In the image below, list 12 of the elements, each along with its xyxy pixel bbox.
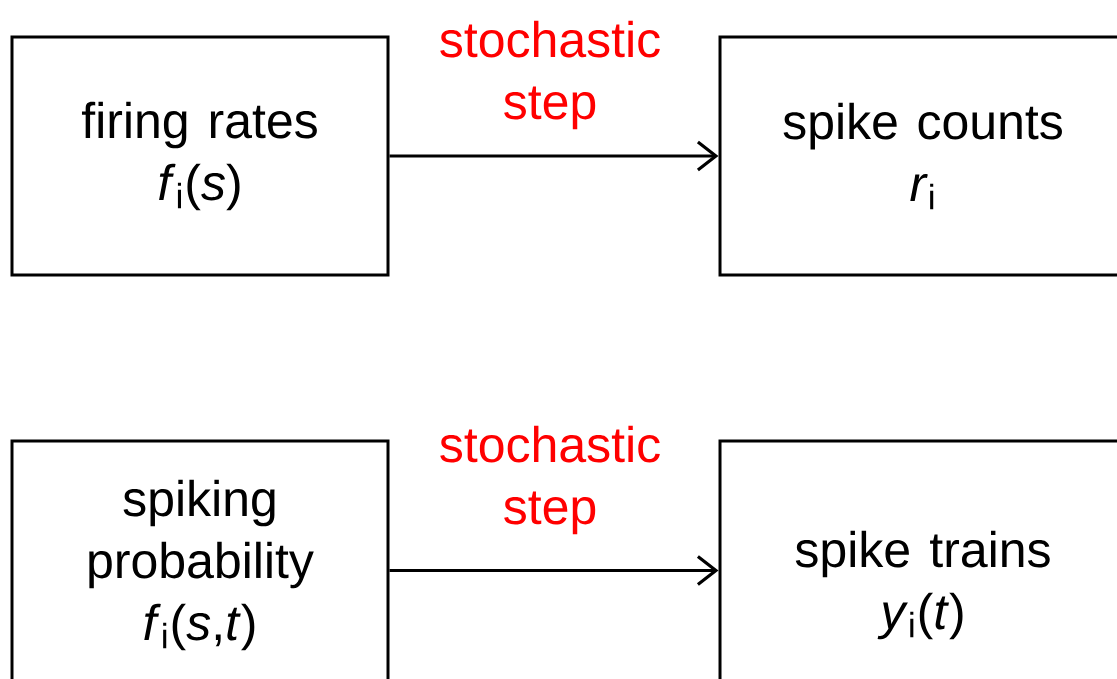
box-text: spiking probability f$_{i}$(s,t) (89, 479, 314, 651)
edge-label: stochastic step (440, 425, 660, 535)
box-text: firing rates f$_{i}$(s) (82, 101, 317, 211)
arrow (389, 555, 719, 586)
process-box (718, 35, 1117, 277)
edge-label: stochastic step (440, 20, 660, 130)
box-text: spike counts r$_{i}$ (783, 102, 1062, 210)
arrow (389, 140, 719, 172)
process-box (10, 35, 390, 277)
process-box (10, 439, 390, 679)
process-box (718, 439, 1117, 679)
box-text: spike trains y$_{i}$(t) (795, 530, 1050, 640)
